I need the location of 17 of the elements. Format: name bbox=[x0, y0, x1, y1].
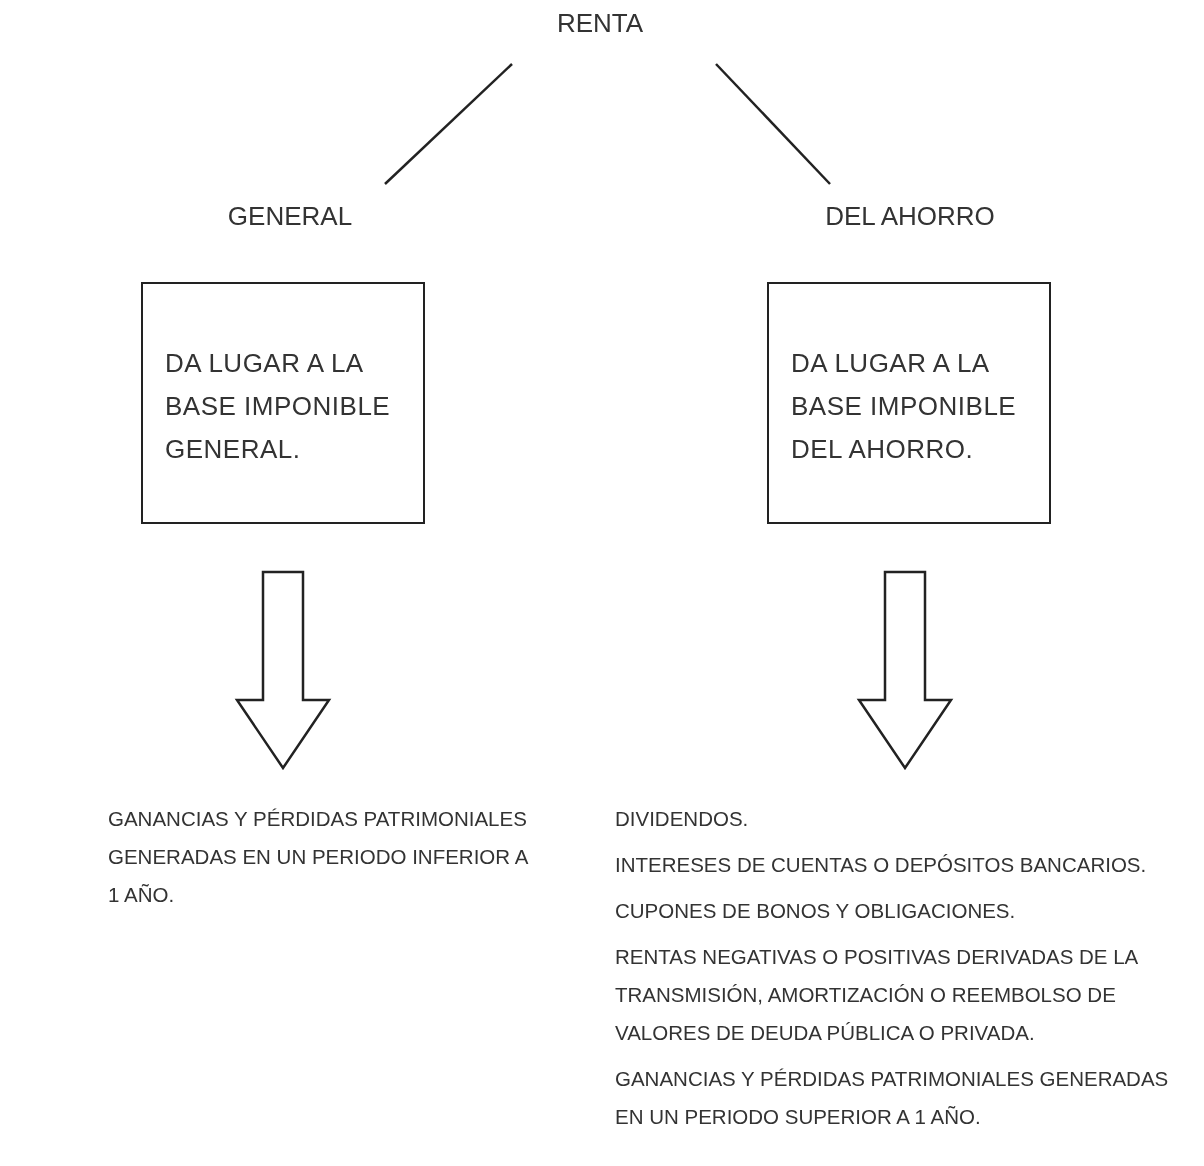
list-item-text: INTERESES DE CUENTAS O DEPÓSITOS BANCARIOS. bbox=[615, 852, 1148, 878]
heading-text: RENTA bbox=[556, 8, 644, 39]
heading-text: GENERAL bbox=[227, 200, 353, 232]
list-item-text: DIVIDENDOS. bbox=[615, 806, 750, 832]
box-text: DA LUGAR A LA BASE IMPONIBLE GENERAL. bbox=[165, 347, 392, 466]
connector-line bbox=[384, 63, 513, 185]
connector-line bbox=[715, 63, 831, 185]
heading-text: DEL AHORRO bbox=[825, 200, 995, 232]
block-arrow bbox=[234, 570, 332, 771]
box-text: DA LUGAR A LA BASE IMPONIBLE DEL AHORRO. bbox=[791, 347, 1018, 466]
process-box bbox=[141, 282, 425, 524]
process-box bbox=[767, 282, 1051, 524]
list-item-text: RENTAS NEGATIVAS O POSITIVAS DERIVADAS DE LA TRANSMISIÓN, AMORTIZACIÓN O REEMBOLSO DE VALORES DE DEUDA PÚBLICA O PRIVADA. bbox=[615, 944, 1139, 1046]
list-item-text: CUPONES DE BONOS Y OBLIGACIONES. bbox=[615, 898, 1017, 924]
list-item-text: GANANCIAS Y PÉRDIDAS PATRIMONIALES GENERADAS EN UN PERIODO SUPERIOR A 1 AÑO. bbox=[615, 1066, 1170, 1130]
list-item-text: GANANCIAS Y PÉRDIDAS PATRIMONIALES GENERADAS EN UN PERIODO INFERIOR A 1 AÑO. bbox=[108, 806, 529, 908]
block-arrow bbox=[856, 570, 954, 771]
